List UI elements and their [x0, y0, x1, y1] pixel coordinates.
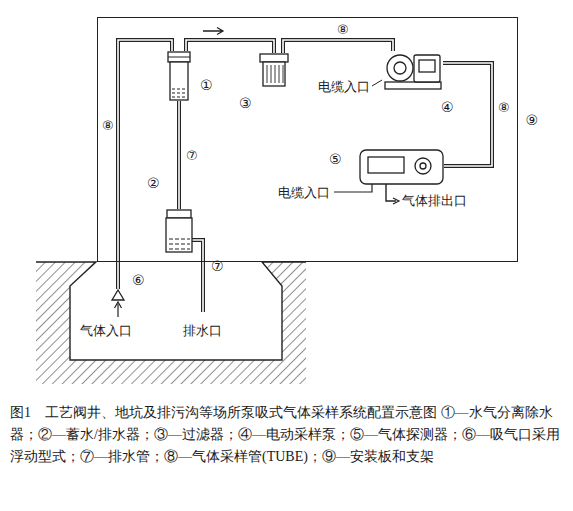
filter: ③ [259, 53, 289, 87]
port-label: 电缆入口 [278, 185, 330, 201]
callout-number: ⑨ [526, 112, 539, 128]
shape-rect [263, 62, 285, 86]
water-separator-shape [167, 51, 191, 101]
sampling-pump: ④ [383, 51, 443, 91]
shape-rect [168, 52, 190, 62]
sampling-pump-shape [383, 51, 443, 91]
figure-caption: 图1 工艺阀井、地坑及排污沟等场所泵吸式气体采样系统配置示意图 ①—水气分离除水… [10, 402, 563, 468]
port-label: 气体排出口 [402, 193, 467, 209]
drain-tube-bore [178, 101, 180, 209]
ground-hatch [36, 262, 306, 384]
inlet-arrow [117, 304, 118, 317]
shape-path [112, 290, 124, 300]
callout-number: ⑤ [329, 151, 342, 167]
callout-number: ① [200, 77, 213, 93]
callout-number: ⑧ [336, 22, 350, 37]
drain-pipe [192, 240, 203, 312]
shape-circle [394, 62, 406, 74]
shape-rect [166, 218, 192, 252]
shape-rect [360, 150, 443, 184]
cable-leader [372, 80, 382, 86]
shape-path [267, 65, 283, 83]
shape-rect [167, 210, 191, 218]
shape-line [168, 57, 190, 58]
shape-rect [419, 60, 435, 72]
shape-rect [368, 157, 404, 173]
gas-detector: ⑤ [359, 149, 444, 185]
shape-rect [414, 55, 440, 82]
shape-circle [387, 55, 413, 81]
sample-tube-bore [186, 40, 274, 53]
sample-tube-bore [118, 40, 172, 289]
gas-detector-shape [359, 149, 444, 185]
drain-tube [179, 101, 180, 209]
float-intake-shape [111, 289, 125, 301]
callout-number: ③ [239, 95, 252, 111]
callout-number: ⑧ [497, 100, 511, 115]
sample-tube [118, 40, 172, 289]
flow-arrow [203, 28, 223, 35]
sample-tube-wall [118, 40, 172, 289]
water-separator: ① [167, 51, 191, 101]
cable-stub [334, 184, 372, 192]
callout-number: ② [147, 175, 160, 191]
port-label: 气体入口 [80, 323, 132, 339]
callout-number: ⑥ [132, 272, 145, 288]
shape-circle [415, 158, 431, 174]
shape-rect [170, 62, 188, 100]
drain-pipe-bore [192, 240, 203, 312]
mounting-panel: ⑨①③④⑤② [97, 17, 518, 262]
callout-number: ④ [441, 99, 454, 115]
shape-rect [385, 82, 441, 89]
sample-tube [186, 28, 274, 54]
port-label: 电缆入口 [318, 79, 370, 95]
sample-tube-wall [283, 40, 393, 53]
sample-tube [283, 40, 393, 53]
port-label: 排水口 [183, 323, 222, 339]
pit-outline [36, 262, 306, 360]
shape-path [169, 239, 190, 249]
shape-rect [260, 54, 288, 62]
callout-number: ⑦ [211, 258, 224, 274]
float-intake: ⑥ [111, 289, 125, 301]
water-storage-shape [165, 209, 193, 253]
inlet-arrowhead [115, 302, 122, 308]
shape-path [172, 89, 185, 97]
callout-number: ⑦ [185, 148, 199, 163]
exhaust-arrow [393, 198, 399, 204]
shape-circle [420, 163, 426, 169]
callout-number: ⑧ [101, 118, 115, 133]
sample-tube-wall [186, 40, 274, 53]
filter-shape [259, 53, 289, 87]
sample-tube-bore [283, 40, 393, 53]
water-storage: ② [165, 209, 193, 253]
drain-tube-wall [177, 101, 181, 209]
